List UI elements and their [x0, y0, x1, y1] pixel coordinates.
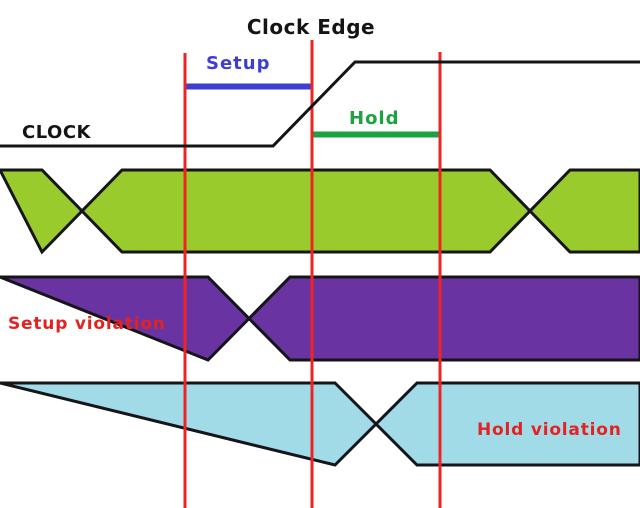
signal-waveforms-layer — [0, 168, 640, 467]
hold-violation-signal-segment-1 — [0, 381, 379, 467]
diagram-title: Clock Edge — [247, 15, 375, 39]
setup-violation-signal-segment-2 — [246, 275, 640, 362]
data-signal-segment-3 — [527, 168, 640, 254]
clock-signal-label: CLOCK — [22, 122, 92, 143]
clock-waveform-line — [0, 60, 640, 148]
setup-violation-label: Setup violation — [8, 314, 166, 334]
data-signal-segment-1 — [0, 168, 85, 255]
data-signal-segment-2 — [79, 168, 533, 254]
interval-bars-layer — [186, 83, 440, 138]
hold-interval-label: Hold — [349, 108, 400, 129]
red-marker-lines-layer — [183, 40, 442, 508]
hold-violation-label: Hold violation — [477, 420, 622, 440]
setup-interval-label: Setup — [206, 53, 270, 74]
hold-violation-signal-segment-2 — [373, 381, 640, 467]
labels-layer: Clock Edge CLOCK Setup Hold Setup violat… — [8, 15, 622, 440]
clock-waveform-layer — [0, 60, 640, 148]
